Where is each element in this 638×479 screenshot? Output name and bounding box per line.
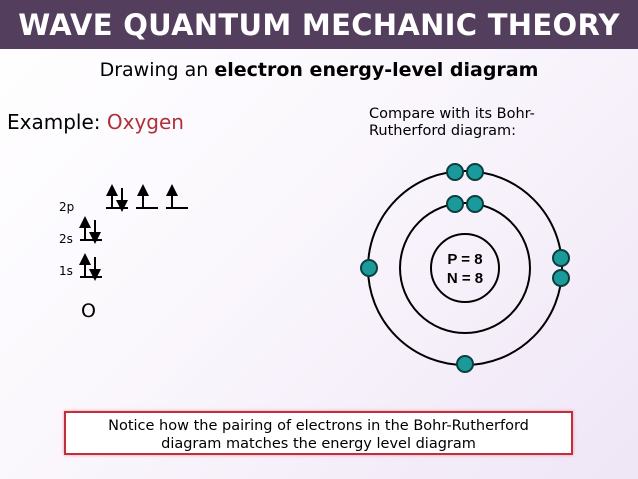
electron-icon	[552, 269, 570, 287]
example-element: Oxygen	[106, 110, 184, 134]
inner-shell	[399, 202, 531, 334]
electron-icon	[466, 195, 484, 213]
subtitle: Drawing an electron energy-level diagram	[0, 59, 638, 81]
electron-icon	[446, 163, 464, 181]
nucleus-protons: P = 8	[447, 251, 482, 268]
orbital-2p-3	[166, 184, 188, 209]
example-label: Example:	[7, 110, 107, 134]
electron-icon	[466, 163, 484, 181]
level-label-2p: 2p	[59, 200, 75, 214]
example-heading: Example: Oxygen	[7, 110, 184, 134]
compare-line-2: Rutherford diagram:	[369, 123, 517, 139]
orbital-2s	[79, 216, 102, 244]
notice-box: Notice how the pairing of electrons in t…	[64, 411, 573, 455]
subtitle-bold: electron energy-level diagram	[214, 59, 539, 81]
nucleus	[430, 233, 500, 303]
notice-line-2: diagram matches the energy level diagram	[161, 436, 476, 452]
element-symbol: O	[81, 300, 96, 322]
compare-line-1: Compare with its Bohr-	[369, 106, 535, 122]
orbital-2p-1	[106, 184, 128, 212]
outer-shell	[367, 170, 563, 366]
electron-icon	[446, 195, 464, 213]
level-label-1s: 1s	[59, 264, 73, 278]
slide-title: WAVE QUANTUM MECHANIC THEORY	[0, 0, 638, 49]
electron-icon	[456, 355, 474, 373]
nucleus-neutrons: N = 8	[447, 270, 483, 287]
subtitle-prefix: Drawing an	[99, 59, 215, 81]
orbital-2p-2	[136, 184, 158, 209]
notice-line-1: Notice how the pairing of electrons in t…	[108, 418, 529, 434]
compare-caption: Compare with its Bohr- Rutherford diagra…	[369, 106, 535, 140]
electron-icon	[552, 249, 570, 267]
orbital-1s	[79, 253, 102, 281]
electron-icon	[360, 259, 378, 277]
level-label-2s: 2s	[59, 232, 73, 246]
